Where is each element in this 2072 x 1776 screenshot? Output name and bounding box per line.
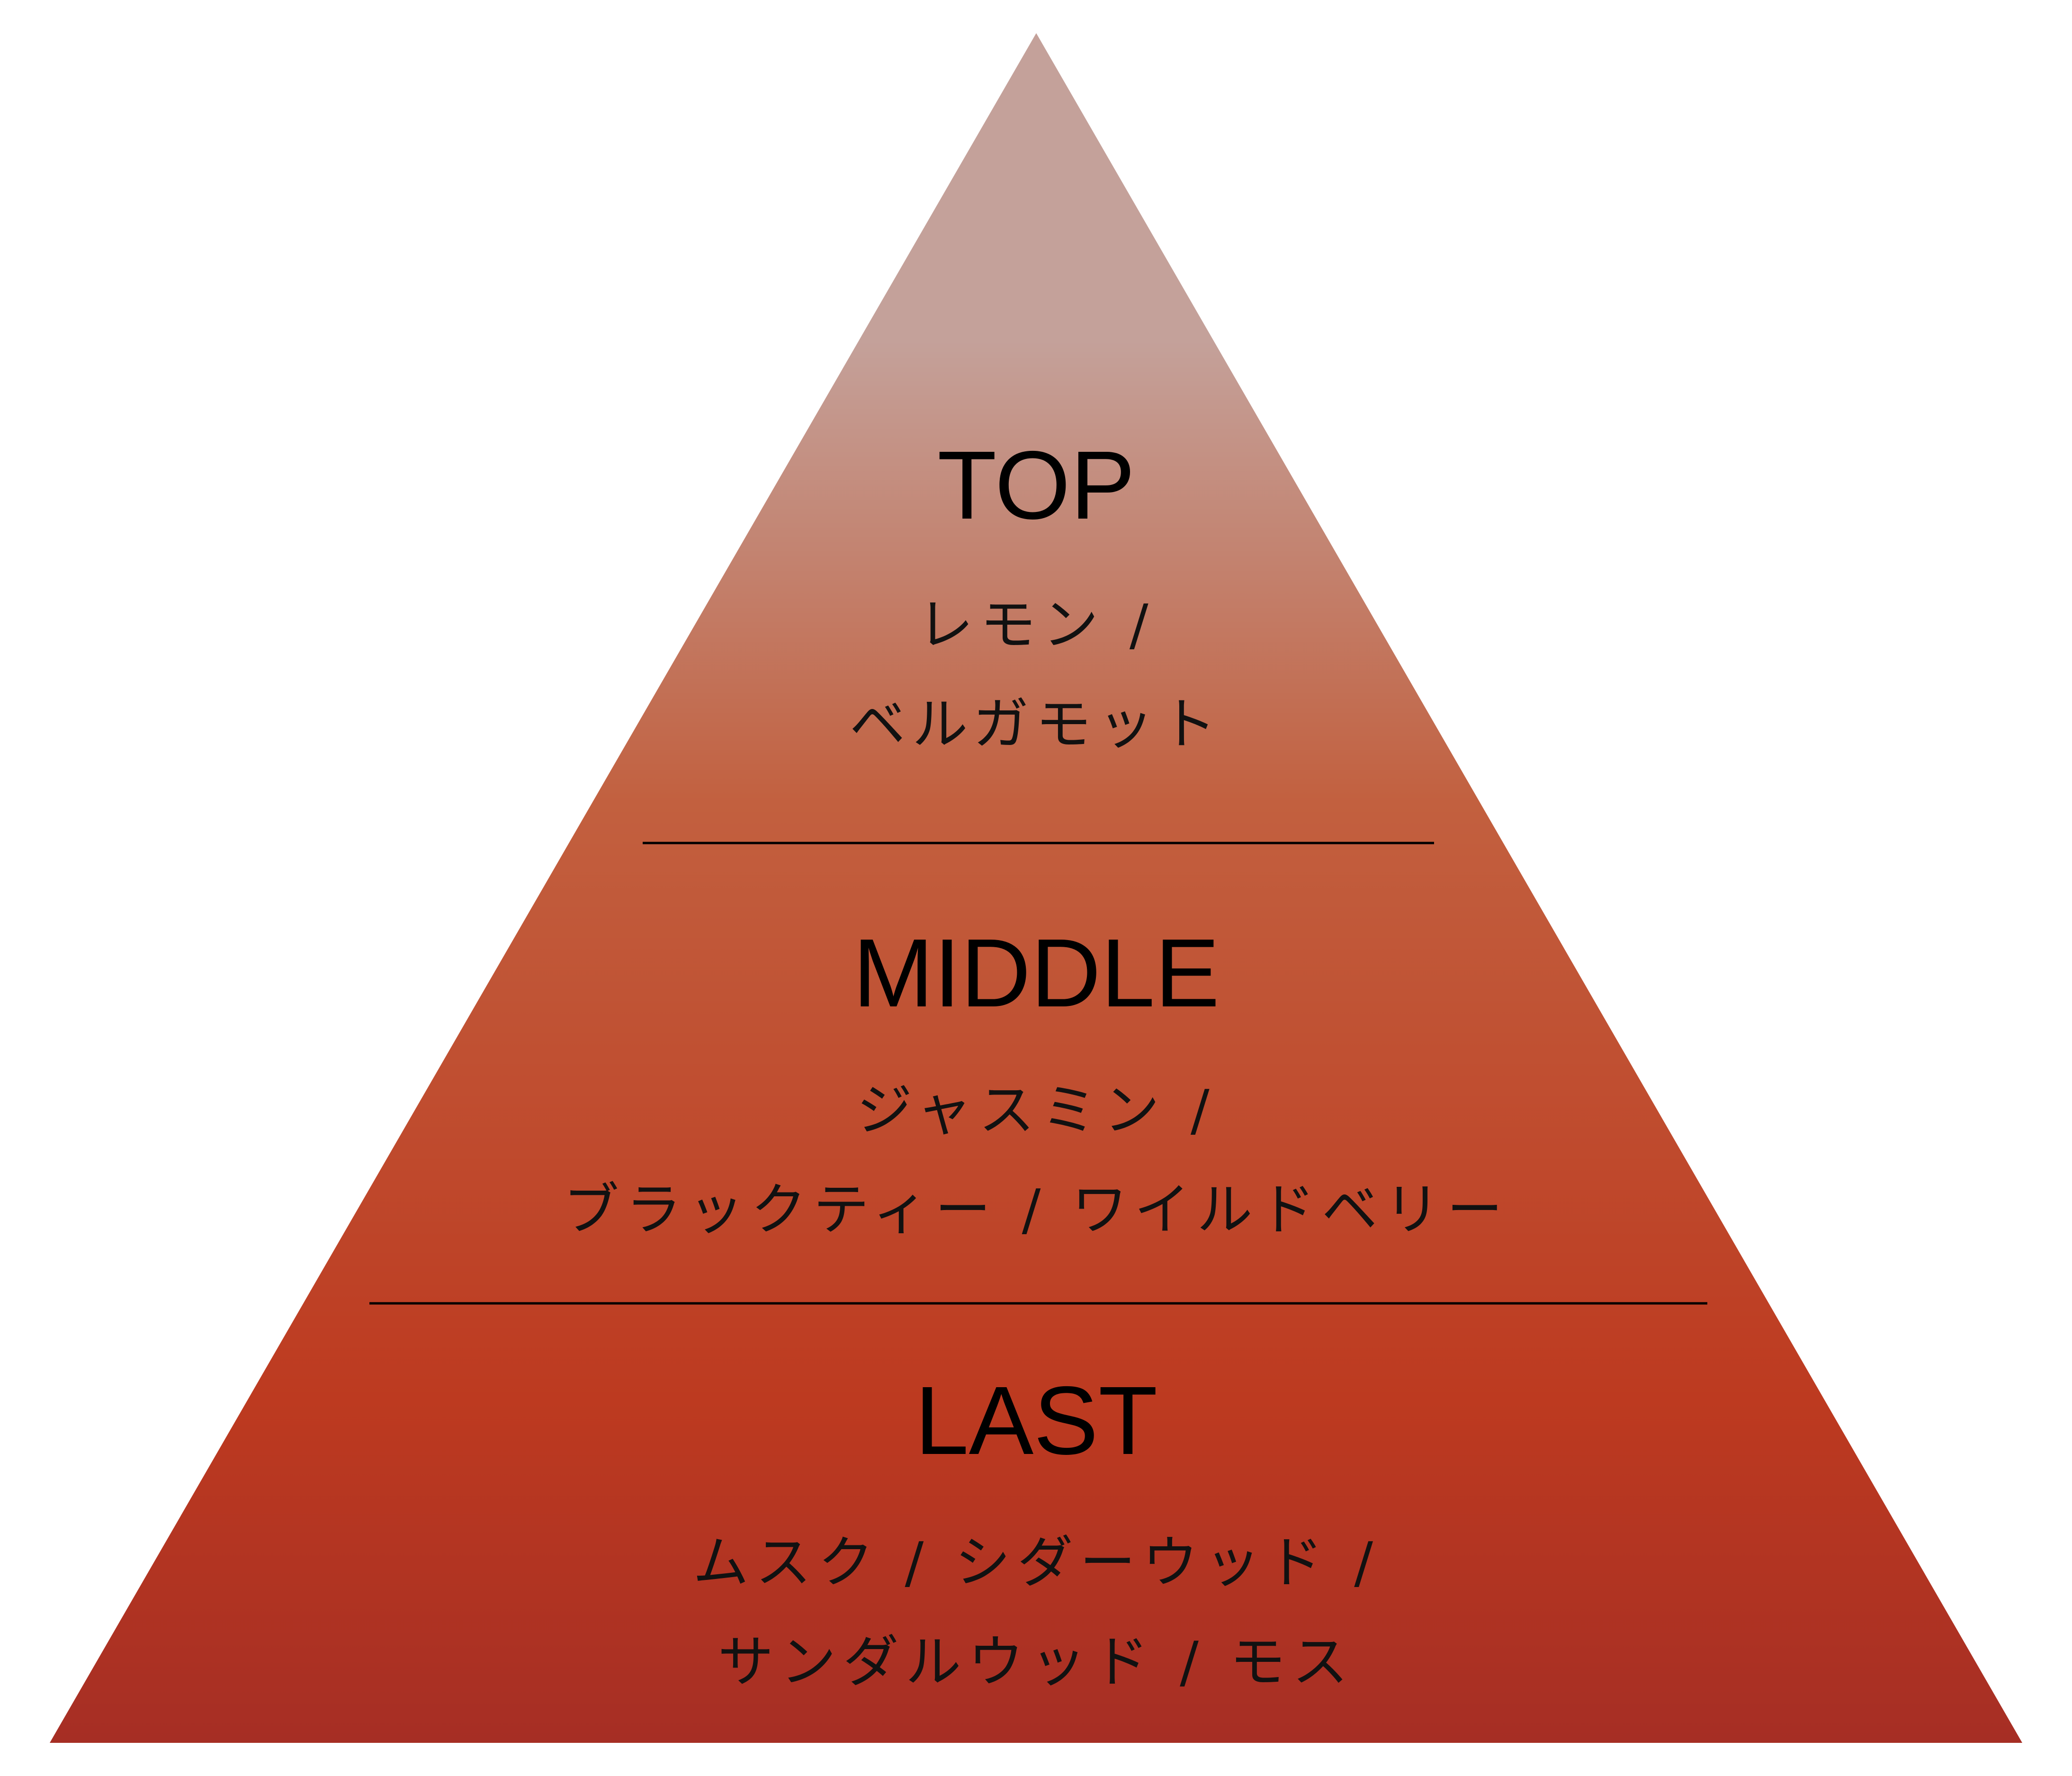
tier-top-title: TOP xyxy=(937,431,1135,539)
tier-last-notes-line-2: サンダルウッド / モス xyxy=(718,1629,1355,1695)
tier-middle-notes-line-1: ジャスミン / xyxy=(856,1077,1216,1143)
tier-top-notes-line-2: ベルガモット xyxy=(850,691,1223,757)
tier-middle-notes-line-2: ブラックティー / ワイルドベリー xyxy=(563,1177,1509,1242)
tier-last-title: LAST xyxy=(915,1366,1158,1475)
tier-middle-title: MIDDLE xyxy=(853,919,1220,1027)
tier-top-notes-line-1: レモン / xyxy=(917,592,1155,657)
tier-last-notes-line-1: ムスク / シダーウッド / xyxy=(693,1530,1380,1595)
pyramid-triangle xyxy=(50,33,2022,1743)
